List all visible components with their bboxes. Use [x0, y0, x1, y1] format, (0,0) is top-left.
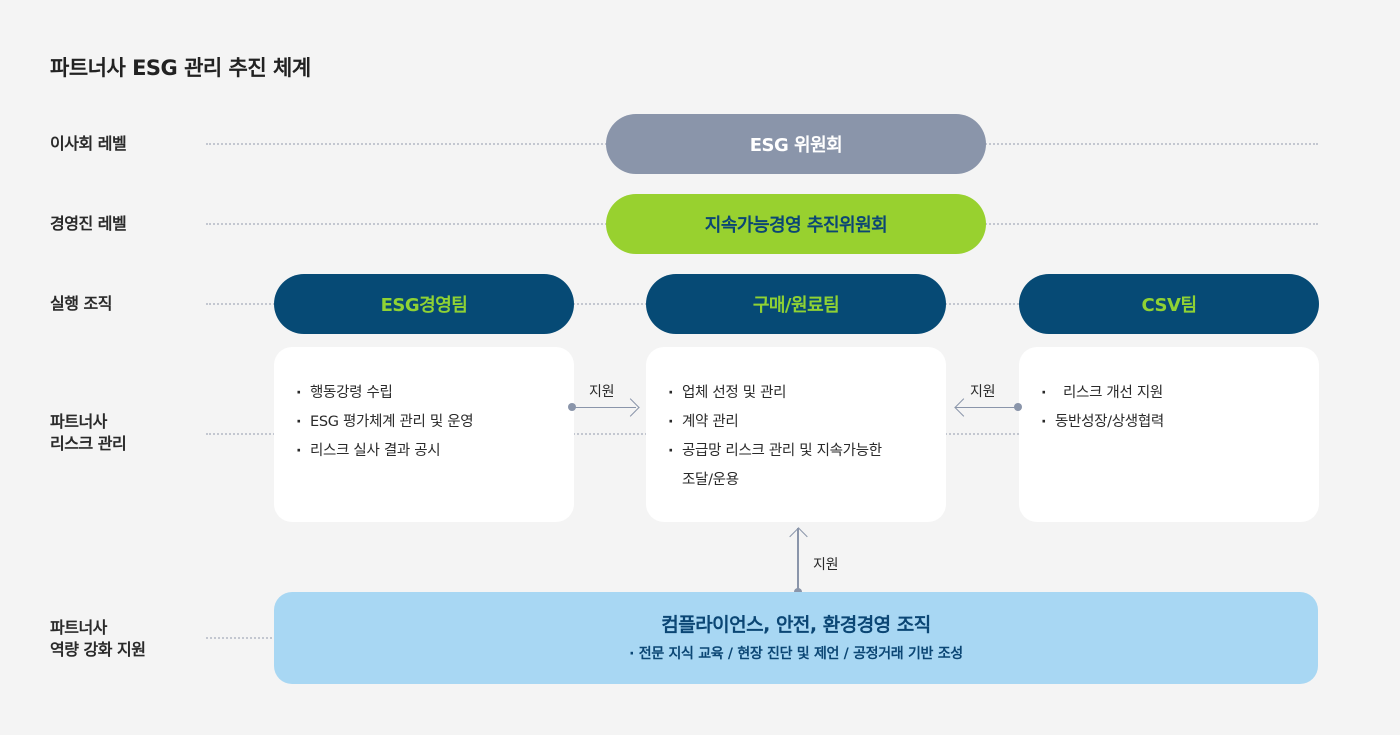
task-list: 업체 선정 및 관리 계약 관리 공급망 리스크 관리 및 지속가능한 조달/운… — [668, 379, 924, 495]
row-label-line: 파트너사 — [50, 412, 107, 431]
sustainability-committee-node: 지속가능경영 추진위원회 — [606, 194, 986, 254]
node-label: ESG경영팀 — [380, 295, 468, 316]
row-label-line: 역량 강화 지원 — [50, 640, 146, 659]
task-item: ESG 평가체계 관리 및 운영 — [296, 408, 552, 437]
support-org-title: 컴플라이언스, 안전, 환경경영 조직 — [661, 614, 931, 636]
row-label-execution: 실행 조직 — [50, 294, 112, 313]
node-label: 지속가능경영 추진위원회 — [704, 215, 888, 236]
esg-management-team-node: ESG경영팀 — [274, 274, 574, 334]
csv-team-card: 리스크 개선 지원 동반성장/상생협력 — [1019, 347, 1319, 522]
csv-team-node: CSV팀 — [1019, 274, 1319, 334]
arrow-line — [572, 406, 636, 408]
esg-team-card: 행동강령 수립 ESG 평가체계 관리 및 운영 리스크 실사 결과 공시 — [274, 347, 574, 522]
arrow-origin-dot-icon — [1014, 403, 1022, 411]
guide-line-support — [206, 637, 276, 639]
support-label-bottom: 지원 — [813, 557, 839, 573]
task-item-continuation: 조달/운용 — [682, 472, 739, 488]
task-item: 업체 선정 및 관리 — [668, 379, 924, 408]
arrow-up-icon — [788, 527, 808, 546]
task-item: 공급망 리스크 관리 및 지속가능한 — [668, 437, 924, 466]
purchasing-team-node: 구매/원료팀 — [646, 274, 946, 334]
arrow-right-icon — [621, 397, 640, 417]
node-label: 구매/원료팀 — [752, 295, 840, 316]
support-org-subtitle: · 전문 지식 교육 / 현장 진단 및 제언 / 공정거래 기반 조성 — [629, 646, 963, 662]
row-label-board: 이사회 레벨 — [50, 134, 127, 153]
row-label-risk-management: 파트너사 리스크 관리 — [50, 411, 127, 455]
task-item: 리스크 실사 결과 공시 — [296, 437, 552, 466]
task-item: 계약 관리 — [668, 408, 924, 437]
task-list: 행동강령 수립 ESG 평가체계 관리 및 운영 리스크 실사 결과 공시 — [296, 379, 552, 466]
support-label-left: 지원 — [589, 384, 615, 400]
task-item: 동반성장/상생협력 — [1041, 408, 1297, 437]
esg-committee-node: ESG 위원회 — [606, 114, 986, 174]
task-item: 행동강령 수립 — [296, 379, 552, 408]
task-list: 리스크 개선 지원 동반성장/상생협력 — [1041, 379, 1297, 437]
row-label-capacity-support: 파트너사 역량 강화 지원 — [50, 617, 146, 661]
page-title: 파트너사 ESG 관리 추진 체계 — [50, 56, 311, 80]
node-label: CSV팀 — [1141, 295, 1198, 316]
row-label-line: 파트너사 — [50, 618, 107, 637]
task-item: 리스크 개선 지원 — [1041, 379, 1297, 408]
arrow-line-vertical — [797, 528, 799, 592]
row-label-executive: 경영진 레벨 — [50, 214, 127, 233]
purchasing-team-card: 업체 선정 및 관리 계약 관리 공급망 리스크 관리 및 지속가능한 조달/운… — [646, 347, 946, 522]
node-label: ESG 위원회 — [749, 135, 843, 156]
support-organization-box: 컴플라이언스, 안전, 환경경영 조직 · 전문 지식 교육 / 현장 진단 및… — [274, 592, 1318, 684]
row-label-line: 리스크 관리 — [50, 434, 127, 453]
support-label-right: 지원 — [970, 384, 996, 400]
arrow-line — [955, 406, 1018, 408]
